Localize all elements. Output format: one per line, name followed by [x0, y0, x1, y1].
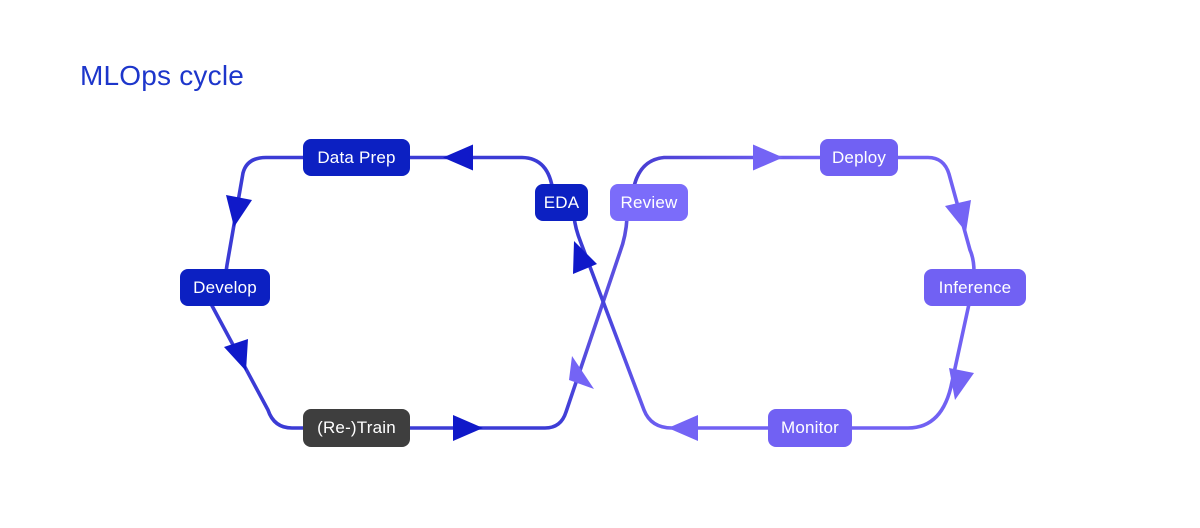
node-deploy: Deploy: [820, 139, 898, 176]
node-monitor: Monitor: [768, 409, 852, 447]
edge-retrain-to-review: [544, 217, 629, 430]
arrowhead-crossing-to-review: [569, 356, 594, 389]
edge-monitor-to-eda: [572, 215, 840, 430]
edge-left-loop: [207, 155, 555, 430]
arrowhead-retrain-forward: [453, 415, 483, 441]
arrowhead-review-to-deploy: [753, 144, 783, 171]
node-monitor-label: Monitor: [780, 418, 840, 437]
arrowhead-develop-to-retrain: [224, 339, 248, 371]
node-develop-label: Develop: [193, 277, 257, 297]
node-data-prep-label: Data Prep: [317, 147, 396, 167]
arrowhead-crossing-to-eda: [573, 241, 597, 274]
node-inference-label: Inference: [938, 277, 1012, 297]
arrowhead-deploy-to-inference: [945, 200, 971, 232]
edge-deploy-to-inference: [894, 155, 976, 273]
diagram-title: MLOps cycle: [80, 60, 245, 91]
arrowhead-dataprep-to-develop: [226, 195, 252, 227]
edge-inference-to-monitor: [800, 303, 971, 430]
arrowhead-inference-to-monitor: [949, 368, 974, 400]
node-inference: Inference: [924, 269, 1026, 306]
node-eda: EDA: [535, 184, 588, 221]
node-data-prep: Data Prep: [303, 139, 410, 176]
node-review: Review: [610, 184, 688, 221]
arrowhead-monitor-back: [668, 415, 698, 441]
node-eda-label: EDA: [543, 192, 580, 212]
node-deploy-label: Deploy: [831, 147, 887, 167]
node-review-label: Review: [620, 192, 678, 212]
node-develop: Develop: [180, 269, 270, 306]
arrowhead-eda-to-dataprep: [443, 144, 473, 171]
node-retrain: (Re-)Train: [303, 409, 410, 447]
node-retrain-label: (Re-)Train: [317, 418, 396, 437]
